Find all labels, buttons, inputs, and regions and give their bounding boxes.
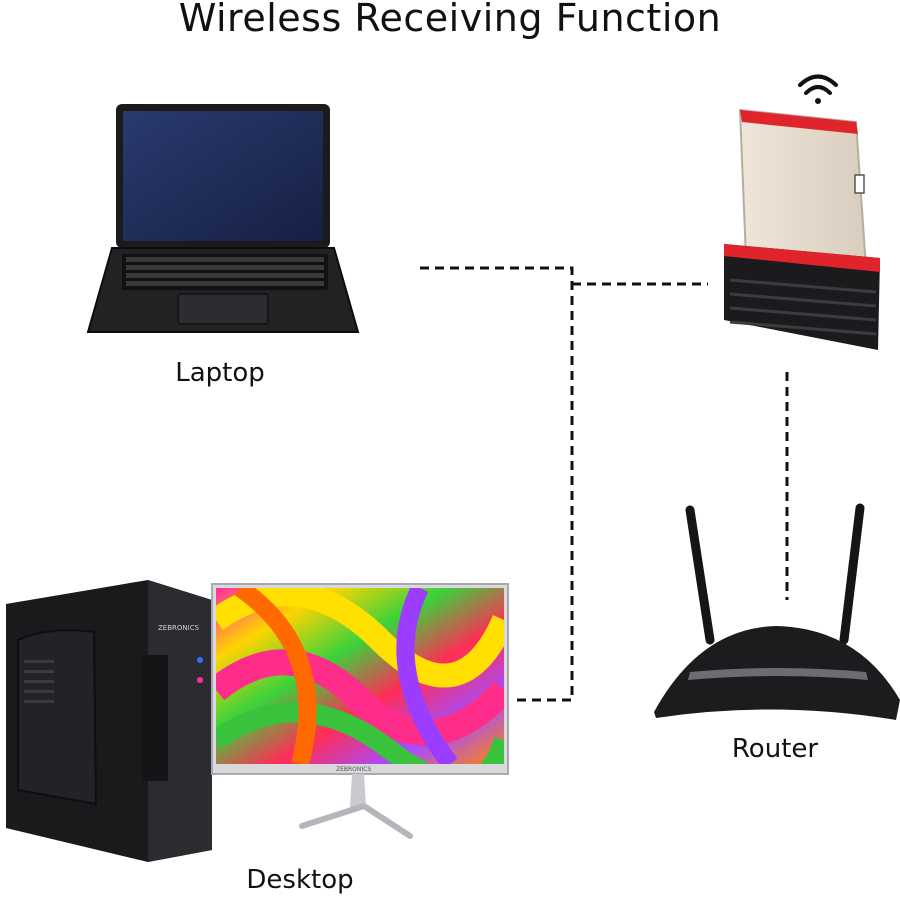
laptop-label: Laptop — [175, 358, 265, 388]
router-label: Router — [731, 734, 819, 764]
diagram-title: Wireless Receiving Function — [178, 0, 722, 40]
desktop-computer-icon: ZEBRONICS ZEBRONICS — [6, 580, 509, 862]
router-icon — [654, 503, 900, 720]
desktop-label: Desktop — [246, 865, 354, 895]
monitor-brand-label: ZEBRONICS — [336, 766, 371, 773]
usb-wifi-adapter-icon — [724, 74, 880, 350]
desktop-monitor: ZEBRONICS — [211, 583, 509, 839]
wifi-signal-icon — [798, 74, 838, 104]
desktop-tower: ZEBRONICS — [6, 580, 212, 862]
laptop-connection-line — [420, 266, 574, 702]
tower-brand-label: ZEBRONICS — [158, 624, 200, 632]
connection-lines — [420, 266, 789, 702]
laptop-icon — [86, 104, 360, 333]
